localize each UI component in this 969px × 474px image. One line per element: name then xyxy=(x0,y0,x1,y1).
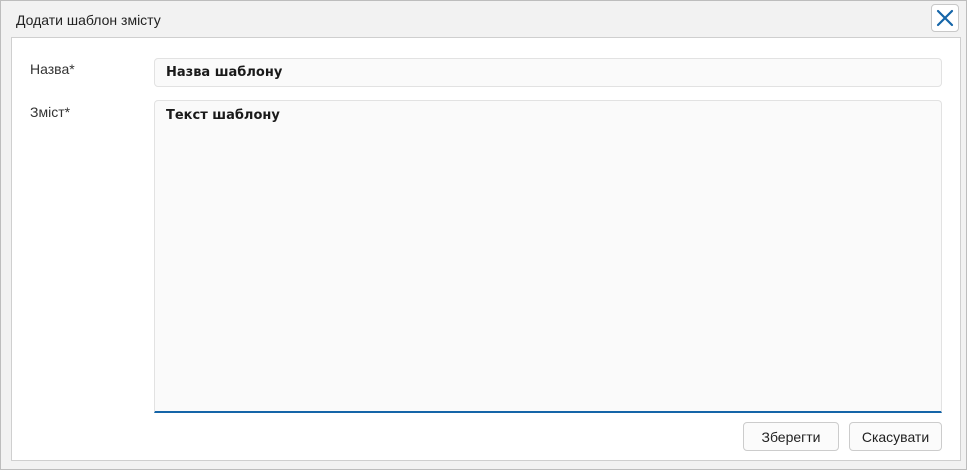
template-content-textarea[interactable]: Текст шаблону xyxy=(154,100,942,413)
close-icon xyxy=(936,9,954,27)
dialog-title: Додати шаблон змісту xyxy=(16,12,161,28)
dialog-body: Назва* Зміст* Текст шаблону Зберегти Ска… xyxy=(11,37,961,461)
close-button[interactable] xyxy=(931,4,959,32)
template-name-input[interactable] xyxy=(154,58,942,87)
content-label: Зміст* xyxy=(30,104,71,120)
dialog-titlebar: Додати шаблон змісту xyxy=(1,1,966,37)
save-button[interactable]: Зберегти xyxy=(743,422,839,451)
cancel-button[interactable]: Скасувати xyxy=(849,422,942,451)
name-label: Назва* xyxy=(30,61,75,77)
